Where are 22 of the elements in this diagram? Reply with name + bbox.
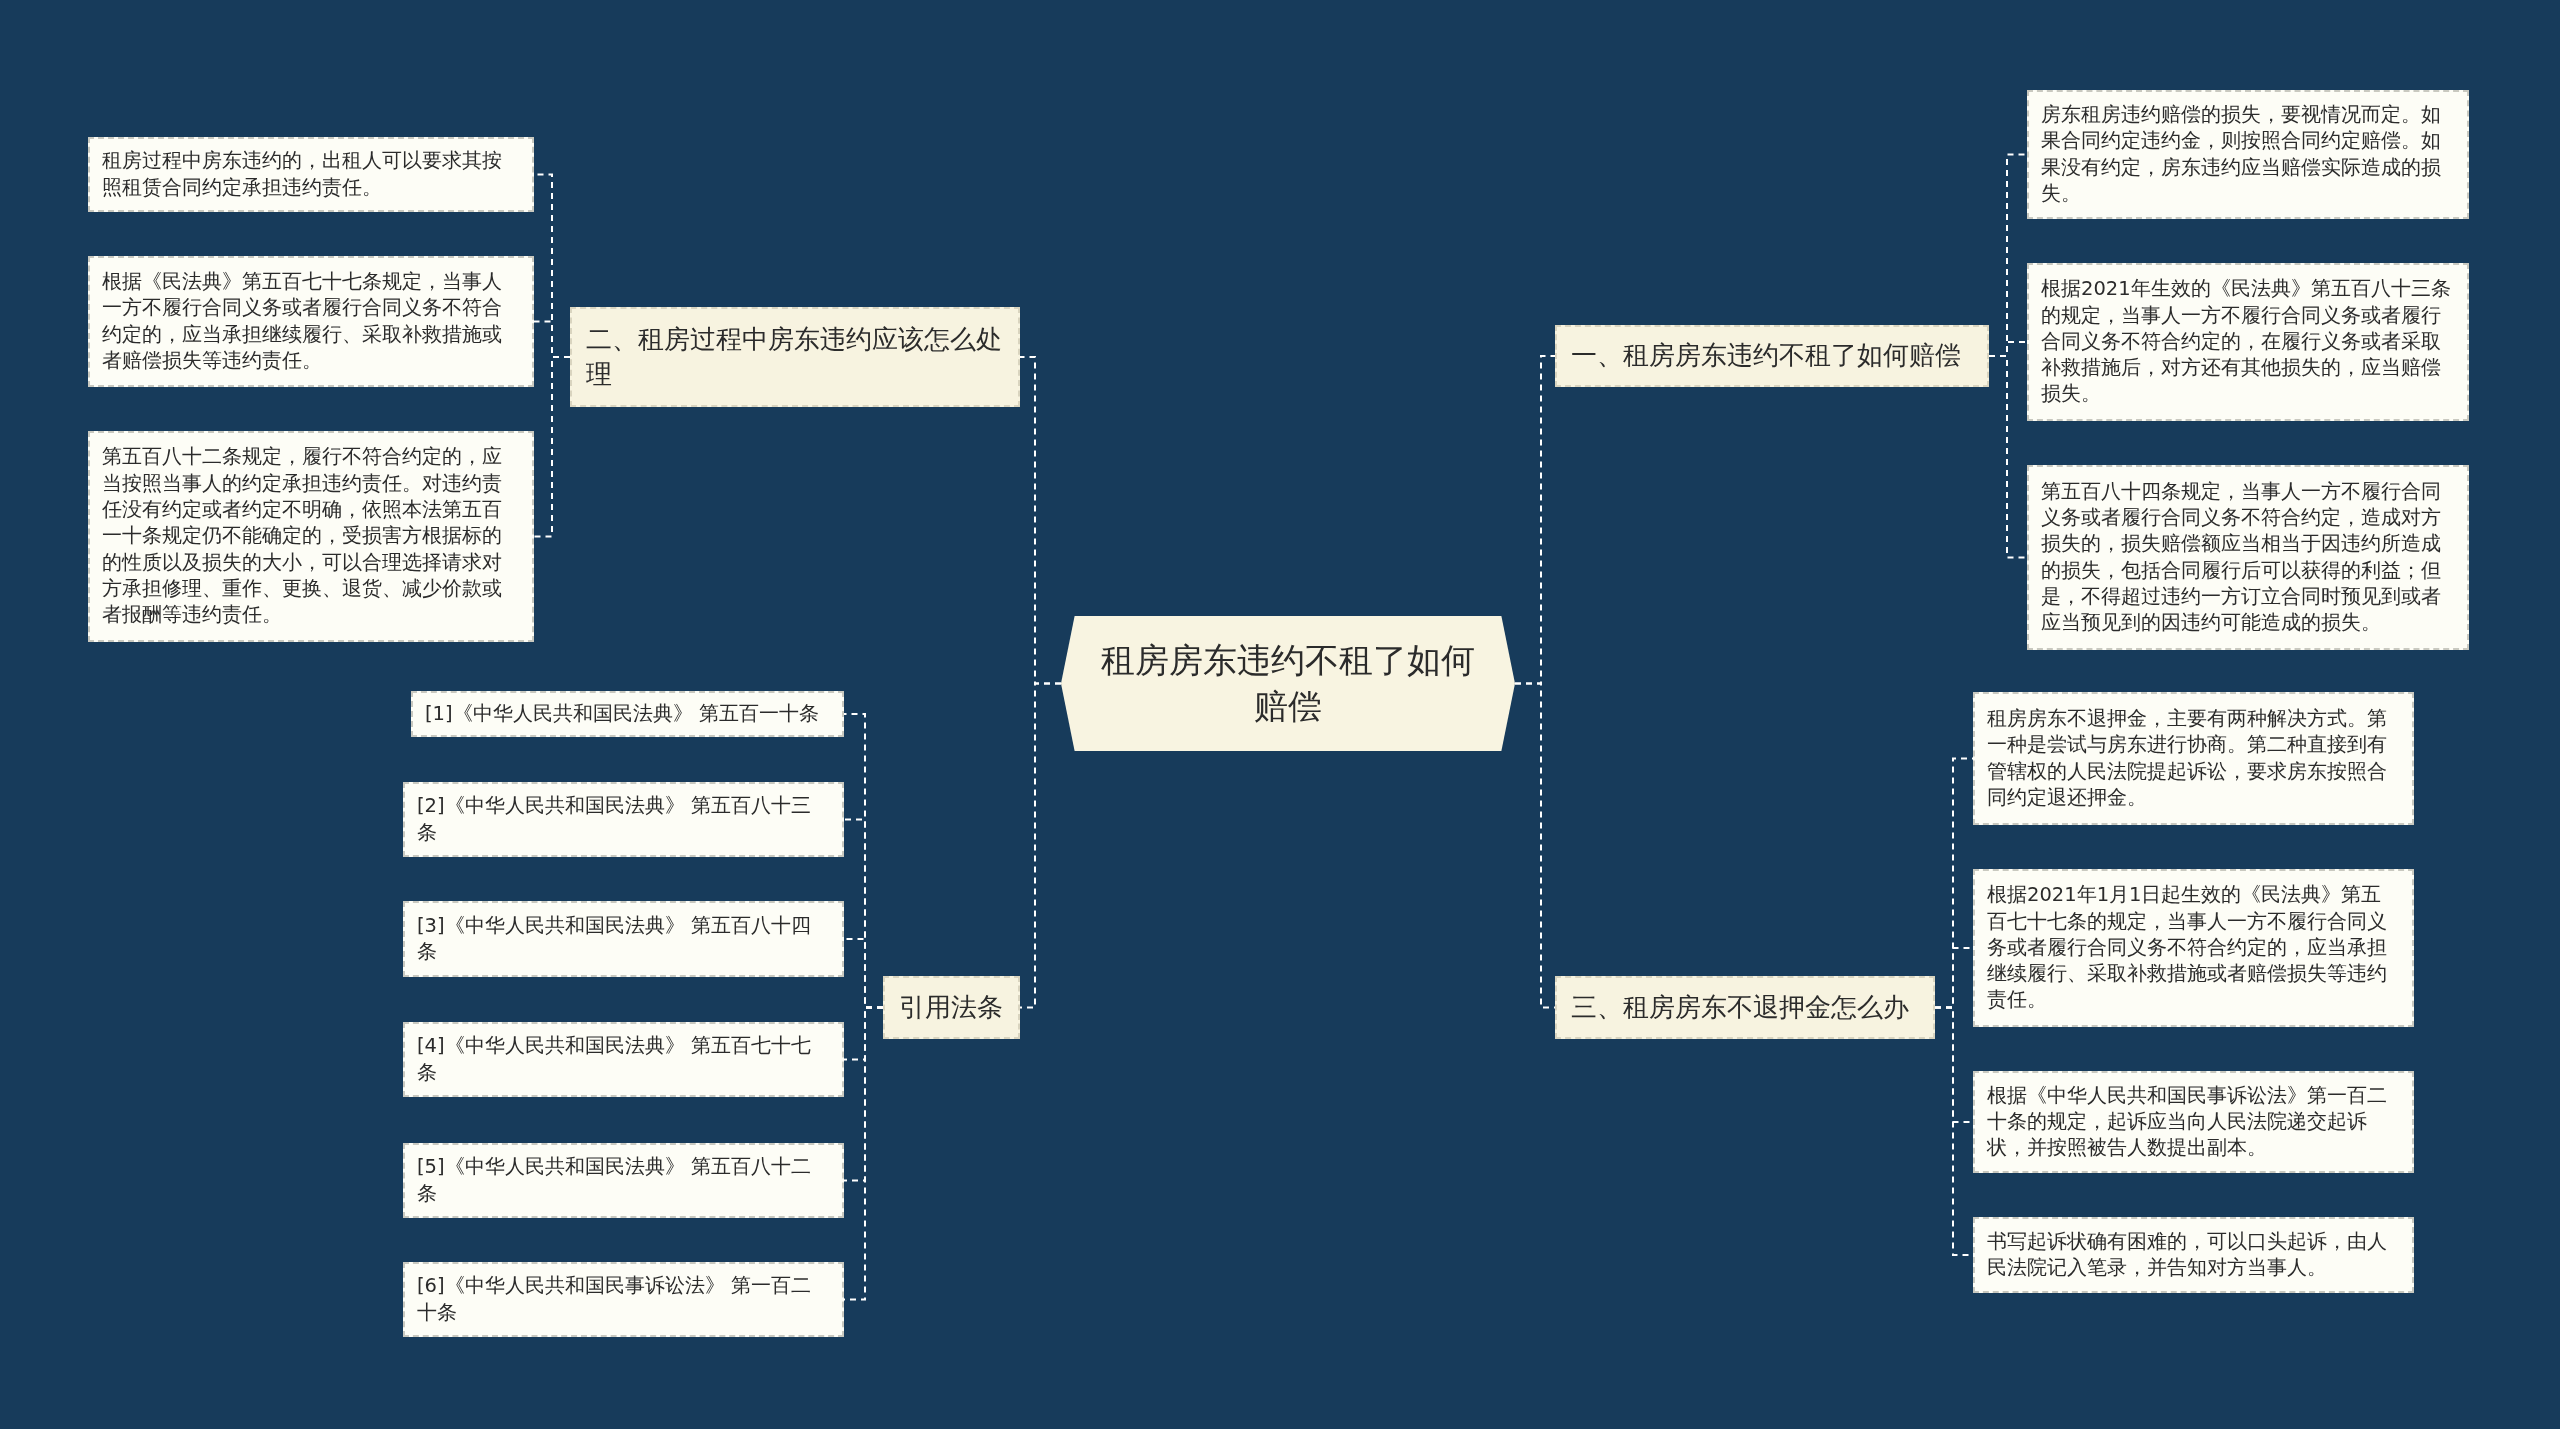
note-box: [3]《中华人民共和国民法典》 第五百八十四条 bbox=[403, 901, 844, 977]
note-box: [2]《中华人民共和国民法典》 第五百八十三条 bbox=[403, 782, 844, 857]
note-box: [6]《中华人民共和国民事诉讼法》 第一百二十条 bbox=[403, 1262, 844, 1337]
connector-line bbox=[1988, 355, 2028, 559]
topic-box: 引用法条 bbox=[883, 976, 1020, 1039]
note-box: 第五百八十四条规定，当事人一方不履行合同义务或者履行合同义务不符合约定，造成对方损失的，损失赔偿额应当相当于因违约所造成的损失，包括合同履行后可以获得的利益；但是，不得超过违约一方订立合同时预见到或者应当预见到的因违约可能造成的损失。 bbox=[2027, 465, 2469, 650]
note-box: 根据《中华人民共和国民事诉讼法》第一百二十条的规定，起诉应当向人民法院递交起诉状，并按照被告人数提出副本。 bbox=[1973, 1071, 2414, 1173]
note-box: 书写起诉状确有困难的，可以口头起诉，由人民法院记入笔录，并告知对方当事人。 bbox=[1973, 1217, 2414, 1293]
note-box: 租房房东不退押金，主要有两种解决方式。第一种是尝试与房东进行协商。第二种直接到有管辖权的人民法院提起诉讼，要求房东按照合同约定退还押金。 bbox=[1973, 692, 2414, 825]
note-box: [4]《中华人民共和国民法典》 第五百七十七条 bbox=[403, 1022, 844, 1097]
connector-line bbox=[533, 356, 571, 538]
note-box: [5]《中华人民共和国民法典》 第五百八十二条 bbox=[403, 1143, 844, 1218]
note-box: 房东租房违约赔偿的损失，要视情况而定。如果合同约定违约金，则按照合同约定赔偿。如果没有约定，房东违约应当赔偿实际造成的损失。 bbox=[2027, 90, 2469, 219]
topic-box: 一、租房房东违约不租了如何赔偿 bbox=[1555, 325, 1989, 387]
note-box: 租房过程中房东违约的，出租人可以要求其按照租赁合同约定承担违约责任。 bbox=[88, 137, 534, 212]
note-box: 根据2021年生效的《民法典》第五百八十三条的规定，当事人一方不履行合同义务或者履行合同义务不符合约定的，在履行义务或者采取补救措施后，对方还有其他损失的，应当赔偿损失。 bbox=[2027, 263, 2469, 421]
topic-box: 三、租房房东不退押金怎么办 bbox=[1555, 976, 1935, 1039]
note-box: 根据《民法典》第五百七十七条规定，当事人一方不履行合同义务或者履行合同义务不符合约定的，应当承担继续履行、采取补救措施或者赔偿损失等违约责任。 bbox=[88, 256, 534, 387]
note-box: 根据2021年1月1日起生效的《民法典》第五百七十七条的规定，当事人一方不履行合同义务或者履行合同义务不符合约定的，应当承担继续履行、采取补救措施或者赔偿损失等违约责任。 bbox=[1973, 869, 2414, 1027]
note-box: 第五百八十二条规定，履行不符合约定的，应当按照当事人的约定承担违约责任。对违约责任没有约定或者约定不明确，依照本法第五百一十条规定仍不能确定的，受损害方根据标的的性质以及损失的大小，可以合理选择请求对方承担修理、重作、更换、退货、减少价款或者报酬等违约责任。 bbox=[88, 431, 534, 642]
topic-box: 二、租房过程中房东违约应该怎么处理 bbox=[570, 307, 1020, 407]
note-box: [1]《中华人民共和国民法典》 第五百一十条 bbox=[411, 691, 844, 738]
